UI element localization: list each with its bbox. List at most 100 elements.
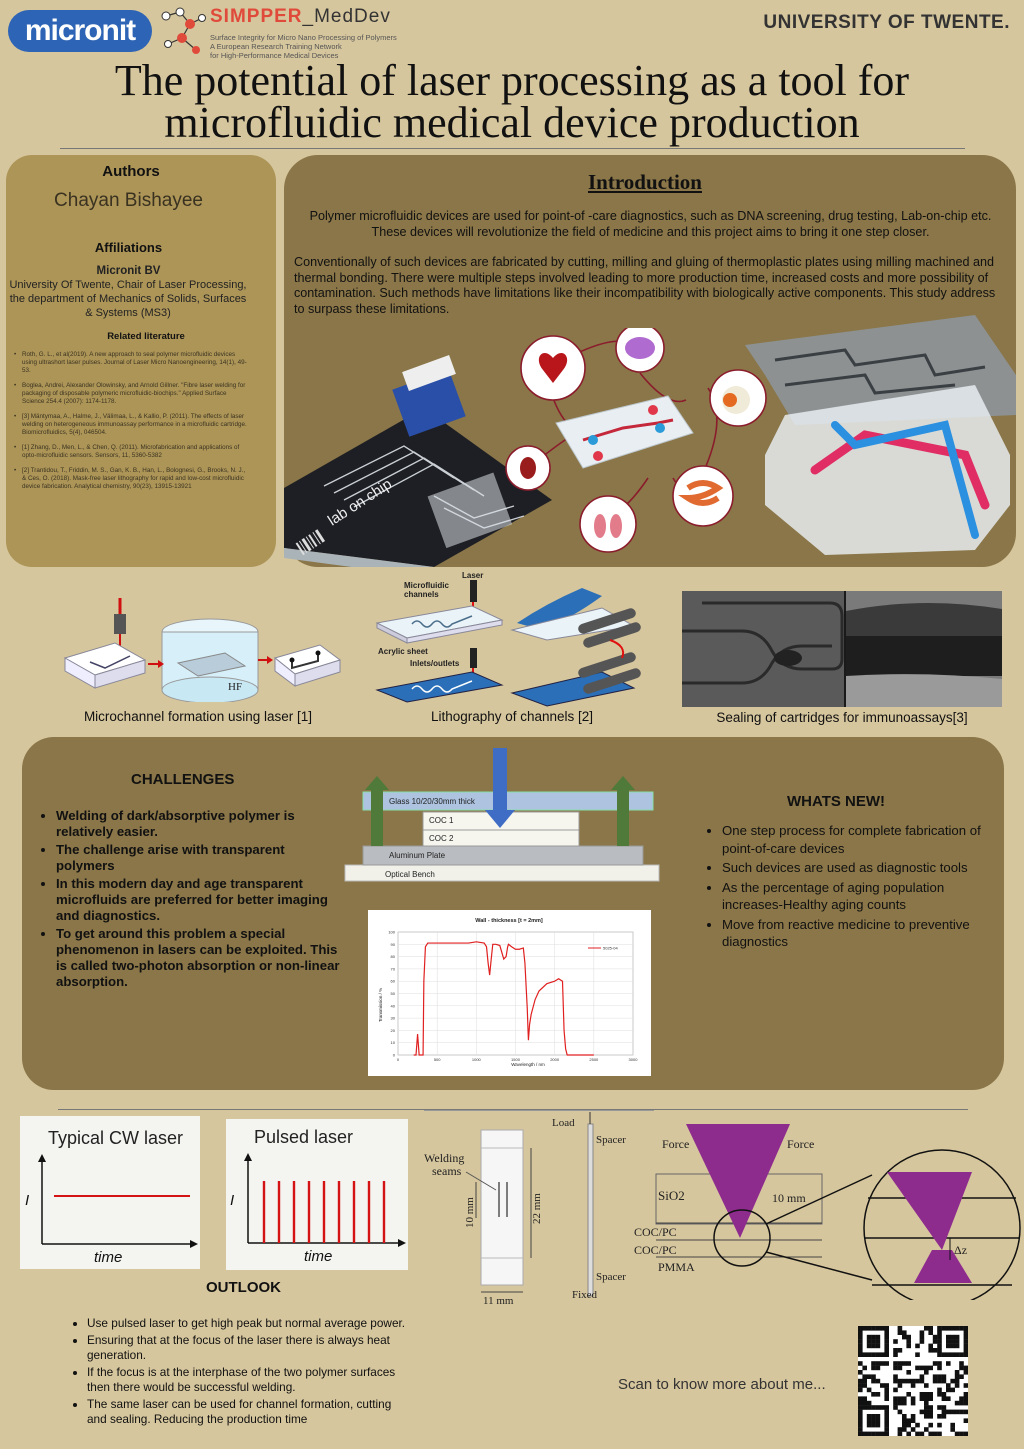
simpper-name: SIMPPER xyxy=(210,6,303,27)
qr-module xyxy=(937,1378,942,1384)
qr-module xyxy=(866,1326,872,1331)
chart-y-tick-label: 10 xyxy=(391,1040,396,1045)
qr-module xyxy=(946,1383,951,1388)
qr-module xyxy=(906,1422,911,1428)
fig2-caption: Lithography of channels [2] xyxy=(430,709,594,724)
qr-module xyxy=(897,1400,903,1406)
qr-module xyxy=(862,1431,867,1436)
qr-module xyxy=(906,1361,911,1366)
simpper-suffix: _MedDev xyxy=(302,6,391,27)
qr-module xyxy=(897,1330,903,1335)
spacer-top-label: Spacer xyxy=(596,1134,626,1146)
sample-divider xyxy=(424,1110,654,1111)
qr-module xyxy=(858,1427,863,1432)
coc2-label: COC 2 xyxy=(429,834,454,843)
qr-module xyxy=(928,1405,933,1410)
qr-module xyxy=(858,1387,863,1393)
qr-module xyxy=(963,1370,968,1375)
qr-module xyxy=(902,1418,907,1423)
qr-module xyxy=(897,1361,903,1366)
pulsed-laser-title: Pulsed laser xyxy=(254,1127,353,1147)
qr-module xyxy=(950,1343,955,1349)
literature-item: [1] Zhang, D., Men, L., & Chen, Q. (2011… xyxy=(14,444,249,460)
acrylic-sheet-label: Acrylic sheet xyxy=(378,647,428,656)
chart-y-tick-label: 40 xyxy=(391,1003,396,1008)
qr-code[interactable] xyxy=(858,1326,968,1436)
qr-module xyxy=(959,1400,964,1406)
qr-module xyxy=(959,1361,964,1366)
qr-module xyxy=(897,1378,903,1384)
qr-module xyxy=(875,1361,881,1366)
affiliation-1: Micronit BV xyxy=(96,265,161,277)
qr-module xyxy=(950,1378,955,1384)
qr-module xyxy=(963,1343,968,1349)
qr-module xyxy=(902,1414,907,1419)
chart-ylabel: Transmission / % xyxy=(378,988,383,1022)
challenges-list: Welding of dark/absorptive polymer is re… xyxy=(40,808,340,992)
qr-module xyxy=(946,1396,951,1401)
qr-module xyxy=(959,1431,964,1436)
chart-y-tick-label: 30 xyxy=(391,1016,396,1021)
qr-module xyxy=(919,1409,925,1415)
qr-module xyxy=(884,1409,889,1415)
micronit-logo-text: micronit xyxy=(24,14,136,47)
qr-module xyxy=(893,1378,898,1384)
qr-module xyxy=(963,1365,968,1371)
title-line-2: microfluidic medical device production xyxy=(164,98,860,147)
outlook-list: Use pulsed laser to get high peak but no… xyxy=(71,1316,411,1429)
qr-module xyxy=(954,1343,960,1349)
qr-module xyxy=(937,1422,942,1428)
qr-module xyxy=(862,1378,867,1384)
qr-module xyxy=(871,1374,876,1379)
qr-module xyxy=(919,1396,925,1401)
qr-module xyxy=(893,1339,898,1344)
qr-module xyxy=(862,1405,867,1410)
qr-module xyxy=(937,1326,942,1331)
qr-module xyxy=(924,1409,929,1415)
pulsed-laser-plot: Pulsed laser I time xyxy=(226,1119,408,1270)
qr-module xyxy=(919,1374,925,1379)
laser-focus-diagram: Force Force SiO2 10 mm COC/PC COC/PC PMM… xyxy=(634,1124,1021,1300)
literature-item: [3] Mäntymaa, A., Halme, J., Välimaa, L.… xyxy=(14,413,249,437)
qr-module xyxy=(884,1383,889,1388)
qr-module xyxy=(946,1352,951,1357)
authors-heading: Authors xyxy=(102,163,160,180)
optical-bench-label: Optical Bench xyxy=(385,870,435,879)
qr-module xyxy=(932,1374,938,1379)
qr-module xyxy=(954,1370,960,1375)
qr-module xyxy=(941,1392,947,1397)
chart-legend-label: 5025-04 xyxy=(603,946,618,951)
chart-xlabel: Wavelength / nm xyxy=(511,1062,545,1067)
qr-module xyxy=(954,1374,960,1379)
qr-module xyxy=(871,1392,876,1397)
qr-module xyxy=(902,1400,907,1406)
qr-module xyxy=(884,1396,889,1401)
qr-module xyxy=(950,1334,955,1340)
coc-pc-2-label: COC/PC xyxy=(634,1243,677,1257)
organ-on-chip-diagram xyxy=(505,328,767,553)
microfluidic-label: Microfluidic xyxy=(404,581,449,590)
qr-module xyxy=(875,1414,881,1419)
title-line-1: The potential of laser processing as a t… xyxy=(114,56,910,105)
qr-module xyxy=(937,1392,942,1397)
qr-module xyxy=(932,1339,938,1344)
introduction-para-2: Conventionally of such devices are fabri… xyxy=(294,255,996,316)
qr-module xyxy=(950,1352,955,1357)
outlook-item: The same laser can be used for channel f… xyxy=(87,1397,411,1427)
qr-module xyxy=(875,1365,881,1371)
qr-module xyxy=(941,1326,947,1331)
qr-module xyxy=(902,1422,907,1428)
chart-x-tick-label: 0 xyxy=(397,1057,400,1062)
qr-module xyxy=(875,1422,881,1428)
qr-module xyxy=(866,1414,872,1419)
qr-module xyxy=(932,1431,938,1436)
qr-module xyxy=(946,1334,951,1340)
qr-module xyxy=(858,1378,863,1384)
outlook-item: If the focus is at the interphase of the… xyxy=(87,1365,411,1395)
transmission-chart: Wall - thickness [t = 2mm] Wavelength / … xyxy=(368,910,651,1076)
chart-x-tick-label: 1500 xyxy=(511,1057,521,1062)
fig3-caption: Sealing of cartridges for immunoassays[3… xyxy=(716,710,968,725)
qr-module xyxy=(919,1330,925,1335)
qr-module xyxy=(871,1378,876,1384)
qr-module xyxy=(963,1431,968,1436)
